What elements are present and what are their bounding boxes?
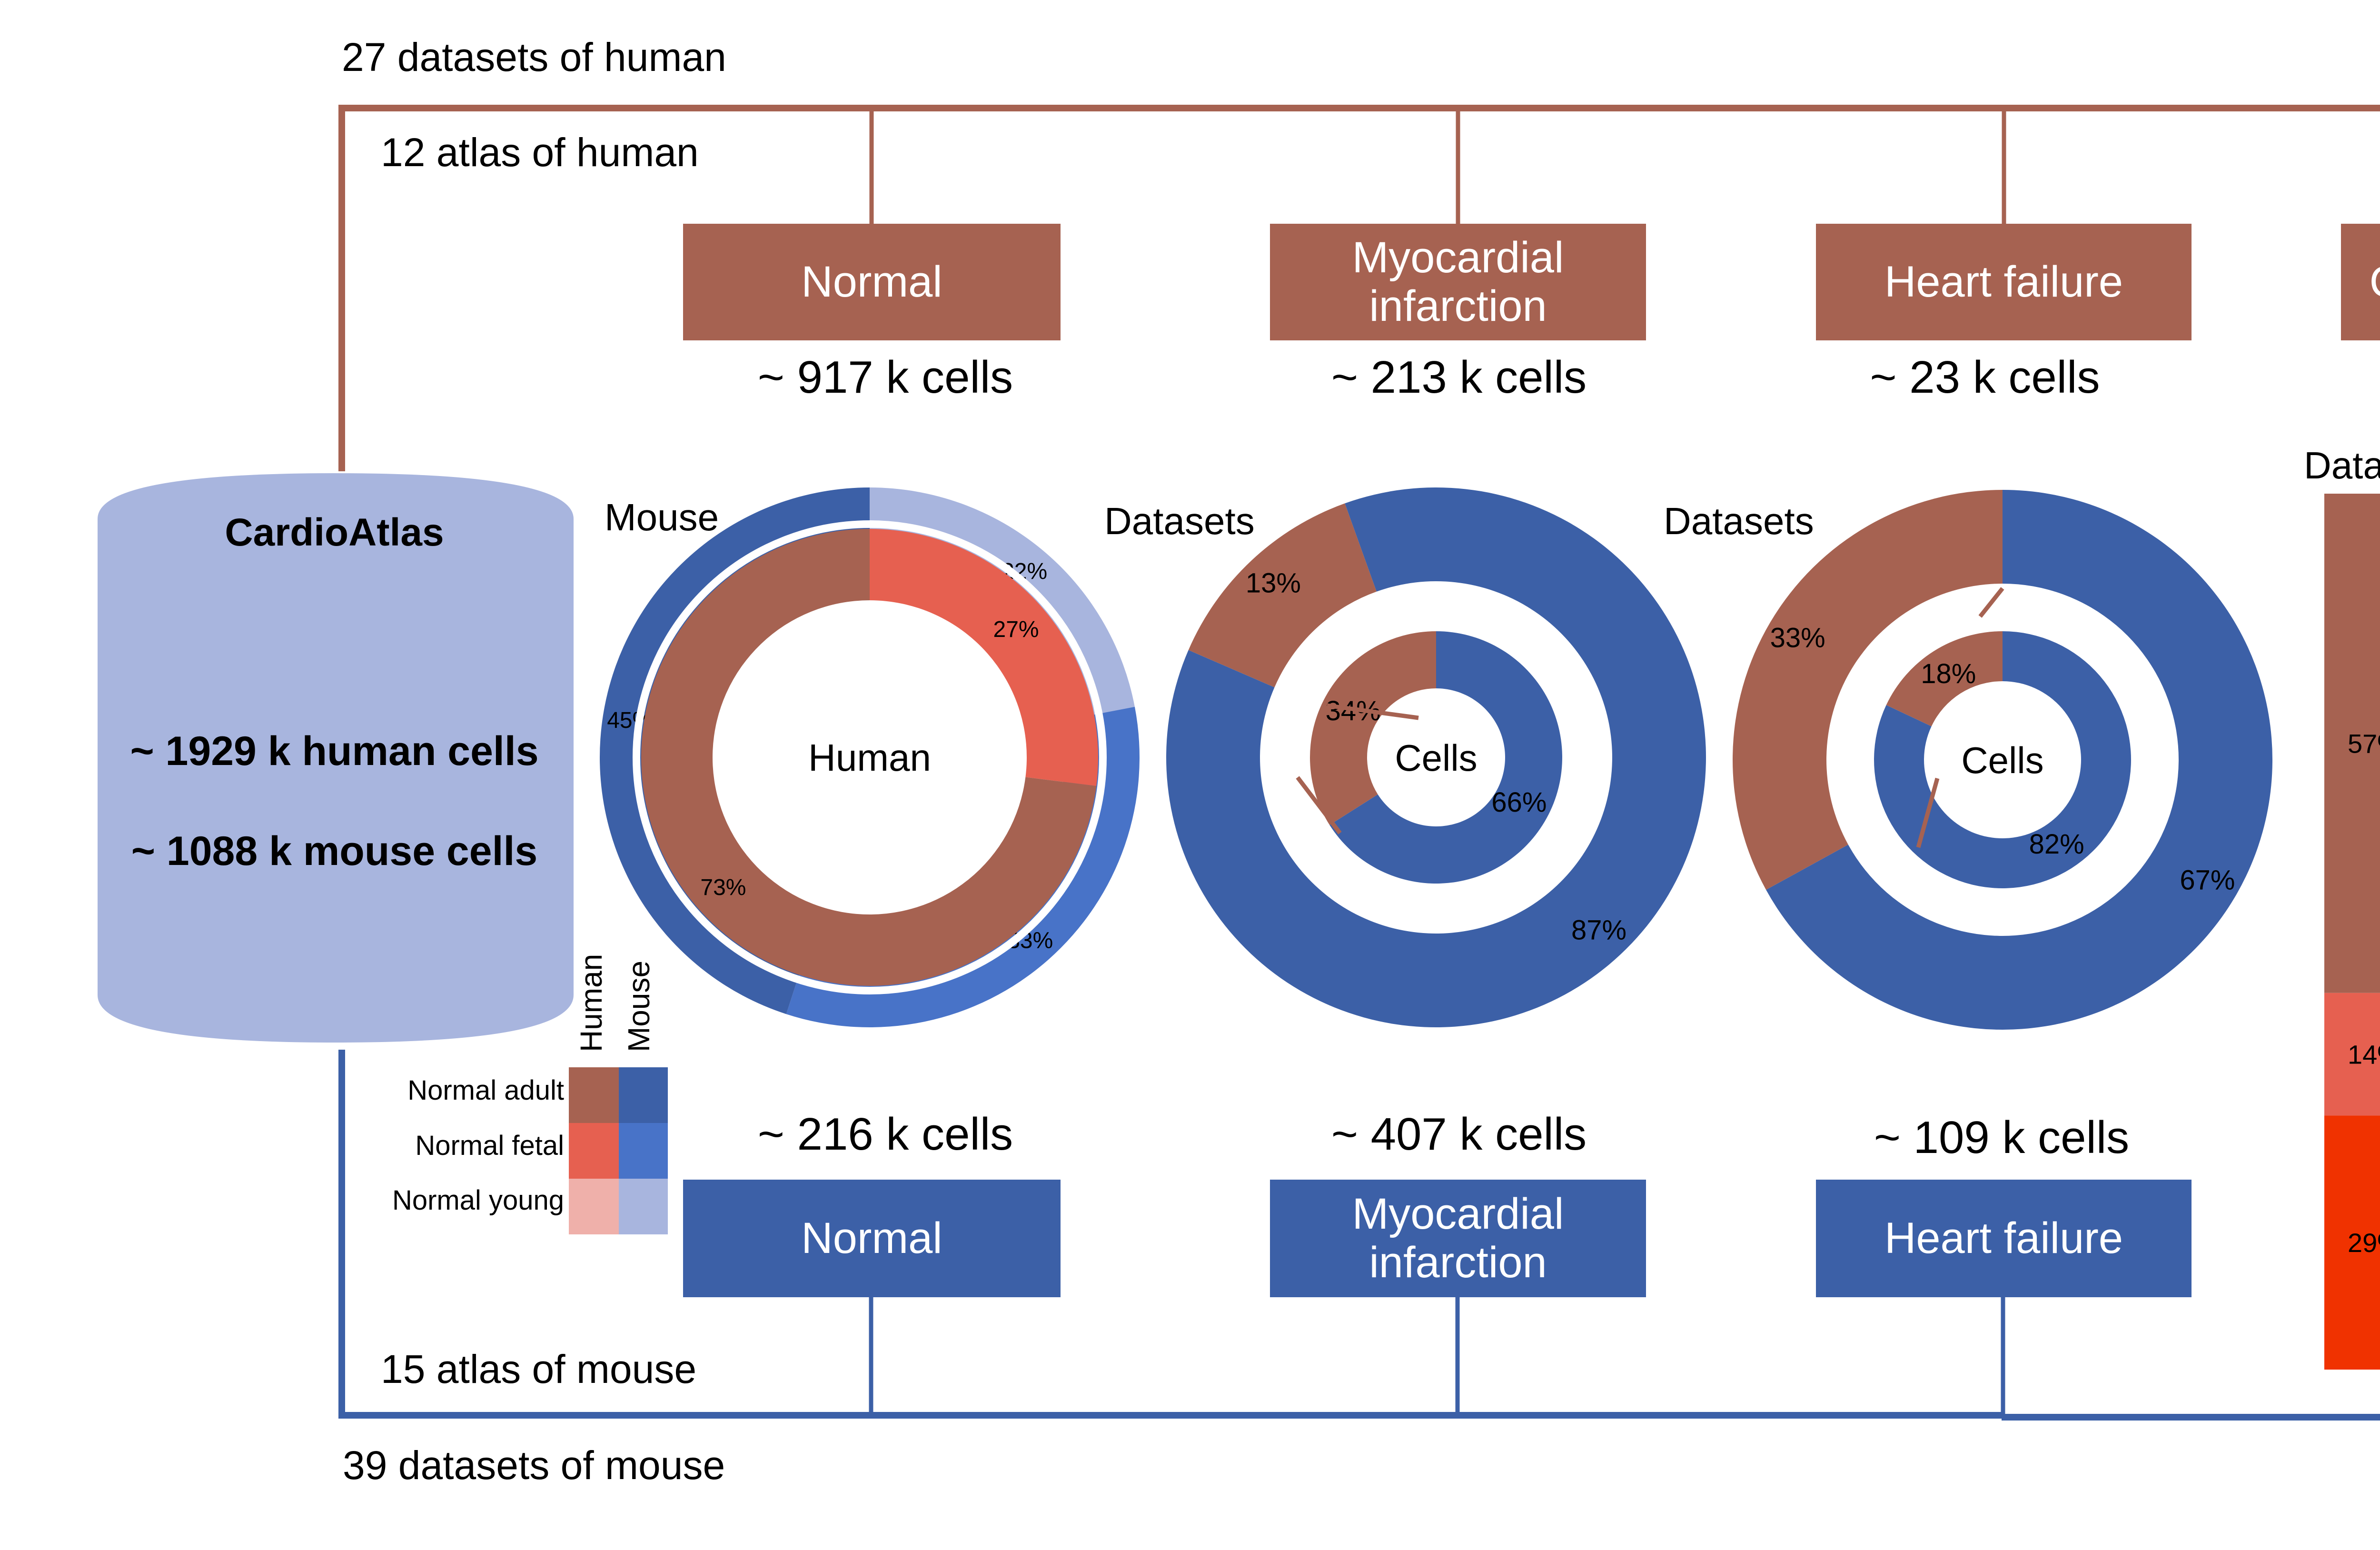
database-mouse-cells: ~ 1088 k mouse cells <box>131 828 538 874</box>
mouse-datasets-label: 39 datasets of mouse <box>343 1443 725 1488</box>
swatch-mouse-fetal <box>619 1123 668 1179</box>
donut-2-cells-label-mouse: 82% <box>2029 829 2084 860</box>
human-category-normal[interactable]: Normal <box>683 224 1061 340</box>
bar-datasets-hypertrophic <box>2324 993 2380 1116</box>
human-category-cardio-label: Cardiomyopathy <box>2370 258 2380 306</box>
donut-normal-separator-ring <box>633 520 1107 994</box>
database-human-cells: ~ 1929 k human cells <box>130 728 539 774</box>
mouse-category-heart-failure[interactable]: Heart failure <box>1816 1180 2192 1297</box>
legend-normal-young: Normal young <box>392 1185 564 1216</box>
database-title: CardioAtlas <box>225 511 444 554</box>
bar-datasets-label-dilated: 57% <box>2348 728 2380 758</box>
human-category-mi-label: Myocardial infarction <box>1352 233 1564 330</box>
mouse-category-mi-label: Myocardial infarction <box>1352 1190 1564 1287</box>
donut-1-datasets-label-human: 13% <box>1246 567 1301 598</box>
mouse-connector-tree <box>338 1050 2380 1421</box>
swatch-human-adult <box>569 1067 619 1123</box>
donut-mi-leader-bottom <box>1296 776 1342 835</box>
donut-2-datasets-slice-human <box>1733 490 2003 890</box>
donut-1-datasets-slice-human <box>1188 503 1377 687</box>
donut-0-mouse-slice-normal-adult <box>600 487 870 1014</box>
human-category-normal-label: Normal <box>801 257 942 306</box>
mouse-category-hf-label: Heart failure <box>1884 1213 2123 1262</box>
donut-1-center-label: Cells <box>1395 737 1477 779</box>
mouse-atlas-label: 15 atlas of mouse <box>381 1347 697 1391</box>
swatch-mouse-adult <box>619 1067 668 1123</box>
donut-2-cells-label-human: 18% <box>1921 658 1976 689</box>
donut-hf-leader-top <box>1978 587 2004 618</box>
bar-datasets-ischemic <box>2324 1115 2380 1370</box>
donut-hf-outer-label: Datasets <box>1664 500 1814 542</box>
donut-0-human-slice-normal-fetal <box>870 529 1098 786</box>
human-mi-cell-count: ~ 213 k cells <box>1331 352 1587 403</box>
bar-datasets-label-hypertrophic: 14% <box>2348 1040 2380 1070</box>
donut-2-cells-slice-human <box>1886 631 2003 726</box>
donut-2-center-label: Cells <box>1961 739 2043 781</box>
donut-2-datasets-label-mouse: 67% <box>2180 865 2235 896</box>
swatch-human-fetal <box>569 1123 619 1179</box>
donut-2-datasets-slice-mouse <box>1766 490 2273 1030</box>
donut-2-datasets-label-human: 33% <box>1770 622 1825 653</box>
donut-1-datasets-label-mouse: 87% <box>1571 915 1626 946</box>
donut-2-cells-slice-mouse <box>1874 631 2132 888</box>
mouse-main-line-right <box>2002 1414 2380 1421</box>
cardiomyopathy-stacked-chart: 57%50%Dilatedcardiomyopathy14%29%Hypertr… <box>2324 494 2380 1370</box>
bar-datasets-label-ischemic: 29% <box>2348 1228 2380 1258</box>
donut-hf-leader-bottom <box>1916 777 1940 848</box>
human-atlas-label: 12 atlas of human <box>381 130 699 175</box>
swatch-human-young <box>569 1179 619 1234</box>
bar-datasets-dilated <box>2324 494 2380 993</box>
human-datasets-label: 27 datasets of human <box>342 35 726 79</box>
legend-normal-adult: Normal adult <box>407 1075 564 1106</box>
donut-0-center-label: Human <box>808 736 931 779</box>
donut-normal-outer-label: Mouse <box>605 496 719 538</box>
human-category-heart-failure[interactable]: Heart failure <box>1816 224 2192 340</box>
mouse-category-normal[interactable]: Normal <box>683 1180 1061 1297</box>
mouse-hf-cell-count: ~ 109 k cells <box>1874 1112 2130 1163</box>
database-cylinder-icon <box>98 473 574 1043</box>
human-category-myocardial-infarction[interactable]: Myocardial infarction <box>1270 224 1646 340</box>
donut-1-cells-slice-human <box>1310 631 1436 825</box>
human-category-cardiomyopathy[interactable]: Cardiomyopathy <box>2341 224 2380 340</box>
legend-normal-fetal: Normal fetal <box>415 1130 564 1161</box>
donut-1-cells-slice-mouse <box>1329 631 1562 884</box>
donut-0-human-label-normal-adult: 73% <box>700 875 746 900</box>
human-normal-cell-count: ~ 917 k cells <box>757 352 1013 403</box>
mouse-mi-cell-count: ~ 407 k cells <box>1331 1109 1587 1160</box>
cardio-col-datasets-label: Datasets <box>2304 444 2380 487</box>
donut-mi-outer-label: Datasets <box>1104 500 1255 542</box>
human-connector-tree <box>338 105 2380 471</box>
mouse-main-line <box>338 1050 2002 1419</box>
mouse-category-normal-label: Normal <box>801 1213 942 1262</box>
donut-0-mouse-slice-normal-fetal <box>786 706 1140 1027</box>
human-category-hf-label: Heart failure <box>1884 257 2123 306</box>
donut-1-cells-label-mouse: 66% <box>1491 787 1547 818</box>
donut-0-human-label-normal-fetal: 27% <box>993 617 1039 642</box>
mouse-category-myocardial-infarction[interactable]: Myocardial infarction <box>1270 1180 1646 1297</box>
swatch-mouse-young <box>619 1179 668 1234</box>
donut-0-human-slice-normal-adult <box>641 529 1097 986</box>
donut-1-datasets-slice-mouse <box>1166 487 1706 1027</box>
mouse-normal-cell-count: ~ 216 k cells <box>757 1109 1013 1160</box>
human-main-line <box>338 105 2380 471</box>
human-hf-cell-count: ~ 23 k cells <box>1870 352 2100 403</box>
donut-mi-leader-top <box>1327 703 1419 720</box>
